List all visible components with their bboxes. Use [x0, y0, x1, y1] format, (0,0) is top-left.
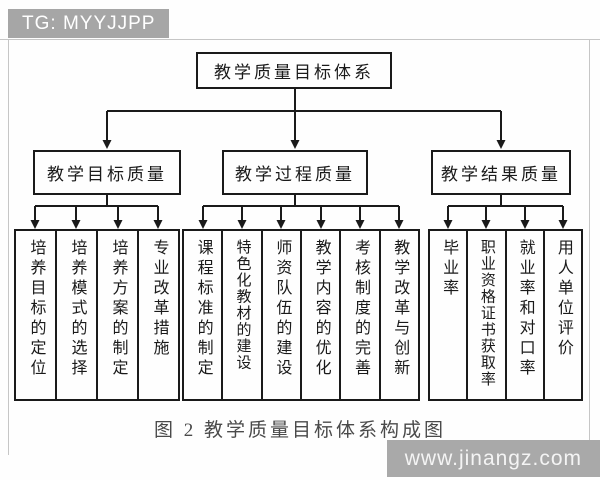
leaf-node: 毕业率 [428, 229, 469, 401]
leaf-label: 教学内容的优化 [312, 239, 330, 379]
branch-node-target-quality: 教学目标质量 [33, 150, 181, 195]
leaf-label: 就业率和对口率 [516, 239, 534, 379]
leaf-label: 培养目标的定位 [27, 239, 45, 379]
leaf-group-result-quality: 毕业率 职业资格证书获取率 就业率和对口率 用人单位评价 [428, 229, 583, 401]
group1-connectors [30, 195, 163, 229]
leaf-label: 教学改革与创新 [391, 239, 409, 379]
leaf-node: 考核制度的完善 [339, 229, 381, 401]
leaf-node: 教学内容的优化 [299, 229, 342, 401]
leaf-node: 培养方案的制定 [96, 229, 139, 401]
leaf-label: 专业改革措施 [150, 239, 168, 359]
leaf-group-target-quality: 培养目标的定位 培养模式的选择 培养方案的制定 专业改革措施 [14, 229, 180, 401]
leaf-node: 培养模式的选择 [55, 229, 98, 401]
watermark-tag-badge: TG: MYYJJPP [8, 9, 170, 38]
branch-node-process-quality: 教学过程质量 [222, 150, 368, 195]
leaf-label: 特色化教材的建设 [234, 239, 251, 371]
watermark-site-badge: www.jinangz.com [386, 440, 600, 477]
leaf-label: 考核制度的完善 [351, 239, 369, 379]
leaf-label: 毕业率 [440, 239, 458, 299]
leaf-node: 师资队伍的建设 [260, 229, 302, 401]
leaf-node: 教学改革与创新 [378, 229, 420, 401]
frame-border-top [0, 39, 600, 40]
leaf-label: 培养模式的选择 [68, 239, 86, 379]
leaf-node: 特色化教材的建设 [221, 229, 263, 401]
leaf-node: 课程标准的制定 [182, 229, 224, 401]
leaf-label: 师资队伍的建设 [273, 239, 291, 379]
leaf-label: 课程标准的制定 [194, 239, 212, 379]
branch-node-result-quality: 教学结果质量 [431, 150, 571, 195]
leaf-node: 职业资格证书获取率 [466, 229, 507, 401]
figure-caption: 图 2 教学质量目标体系构成图 [153, 420, 446, 441]
frame-border-left [8, 39, 9, 455]
group3-connectors [443, 195, 568, 229]
leaf-label: 培养方案的制定 [109, 239, 127, 379]
leaf-node: 培养目标的定位 [14, 229, 57, 401]
leaf-node: 用人单位评价 [542, 229, 583, 401]
leaf-label: 职业资格证书获取率 [478, 239, 495, 388]
root-node: 教学质量目标体系 [196, 52, 392, 89]
leaf-label: 用人单位评价 [554, 239, 572, 359]
leaf-group-process-quality: 课程标准的制定 特色化教材的建设 师资队伍的建设 教学内容的优化 考核制度的完善… [182, 229, 420, 401]
frame-border-right [589, 39, 590, 447]
group2-connectors [198, 195, 404, 229]
leaf-node: 就业率和对口率 [504, 229, 545, 401]
root-branch-connectors [102, 89, 506, 149]
leaf-node: 专业改革措施 [137, 229, 180, 401]
